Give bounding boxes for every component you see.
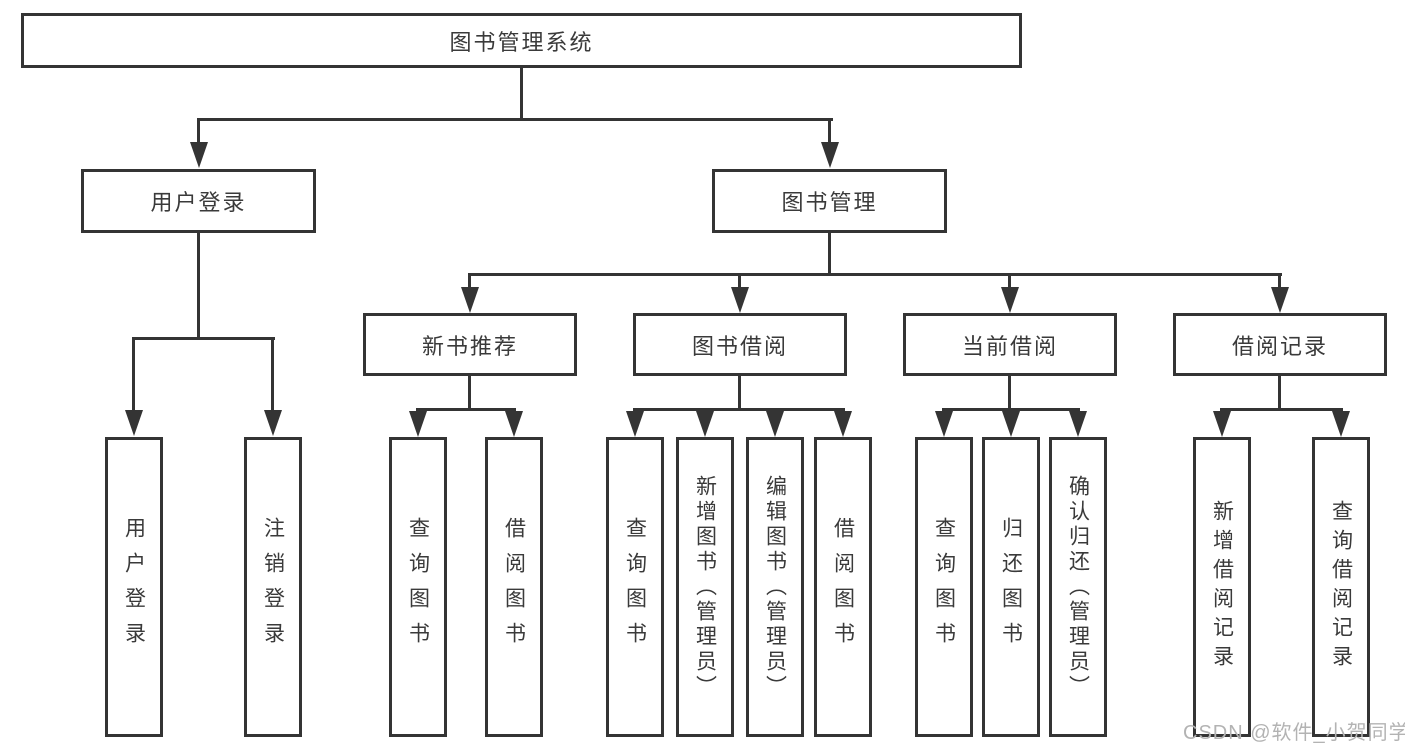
arrowhead-to-cb-confirm xyxy=(1069,411,1087,437)
connector-shaft xyxy=(1278,273,1281,289)
node-book-borrow-label: 图书借阅 xyxy=(691,333,788,359)
node-leaf-logout: 注销登录 xyxy=(244,437,302,737)
node-root-label: 图书管理系统 xyxy=(449,29,594,55)
node-leaf-nb-borrow-books: 借阅图书 xyxy=(485,437,543,737)
node-book-mgmt: 图书管理 xyxy=(712,169,947,233)
node-borrow-record: 借阅记录 xyxy=(1173,313,1387,376)
node-leaf-cb-confirm-return-admin: 确认归还（管理员） xyxy=(1049,437,1107,737)
connector-root-branch xyxy=(197,118,833,121)
connector-shaft xyxy=(271,337,274,411)
node-user-login-label: 用户登录 xyxy=(150,190,247,215)
connector-new-book-split xyxy=(416,408,516,411)
node-user-login: 用户登录 xyxy=(81,169,316,233)
node-leaf-cb-return-books: 归还图书 xyxy=(982,437,1040,737)
arrowhead-to-current-borrow xyxy=(1001,287,1019,313)
connector-root-stem xyxy=(520,66,523,118)
node-leaf-bb-borrow-books: 借阅图书 xyxy=(814,437,872,737)
connector-user-login-stem xyxy=(197,231,200,340)
leaf-label: 新增借阅记录 xyxy=(1210,500,1234,674)
arrowhead-to-bb-borrow xyxy=(834,411,852,437)
connector-shaft xyxy=(197,118,200,146)
connector-shaft xyxy=(132,337,135,411)
leaf-label: 确认归还（管理员） xyxy=(1066,474,1090,700)
csdn-watermark: CSDN @软件_小贺同学 xyxy=(1183,722,1405,744)
node-leaf-user-login: 用户登录 xyxy=(105,437,163,737)
leaf-label: 借阅图书 xyxy=(502,517,526,657)
connector-user-login-split xyxy=(132,337,275,340)
arrowhead-to-nb-query xyxy=(409,411,427,437)
connector-borrow-record-split xyxy=(1220,408,1343,411)
connector-book-borrow-stem xyxy=(738,374,741,411)
connector-shaft xyxy=(1008,273,1011,289)
arrowhead-to-cb-return xyxy=(1002,411,1020,437)
arrowhead-to-bb-query xyxy=(626,411,644,437)
connector-shaft xyxy=(828,118,831,146)
node-leaf-bb-query-books: 查询图书 xyxy=(606,437,664,737)
node-leaf-br-add-record: 新增借阅记录 xyxy=(1193,437,1251,737)
arrowhead-to-borrow-record xyxy=(1271,287,1289,313)
leaf-label: 查询图书 xyxy=(932,517,956,657)
node-book-mgmt-label: 图书管理 xyxy=(781,190,878,215)
leaf-label: 查询图书 xyxy=(623,517,647,657)
connector-borrow-record-stem xyxy=(1278,374,1281,411)
arrowhead-to-user-login xyxy=(190,142,208,168)
connector-book-mgmt-branch xyxy=(468,273,1282,276)
arrowhead-to-nb-borrow xyxy=(505,411,523,437)
node-new-book-rec: 新书推荐 xyxy=(363,313,577,376)
node-borrow-record-label: 借阅记录 xyxy=(1231,333,1328,359)
leaf-label: 新增图书（管理员） xyxy=(693,474,717,700)
arrowhead-to-cb-query xyxy=(935,411,953,437)
arrowhead-to-book-mgmt xyxy=(821,142,839,168)
leaf-label: 查询借阅记录 xyxy=(1329,500,1353,674)
leaf-label: 编辑图书（管理员） xyxy=(763,474,787,700)
connector-shaft xyxy=(468,273,471,289)
leaf-label: 查询图书 xyxy=(406,517,430,657)
leaf-label: 借阅图书 xyxy=(831,517,855,657)
node-current-borrow: 当前借阅 xyxy=(903,313,1117,376)
connector-book-mgmt-stem xyxy=(828,231,831,275)
node-leaf-br-query-record: 查询借阅记录 xyxy=(1312,437,1370,737)
node-leaf-bb-edit-books-admin: 编辑图书（管理员） xyxy=(746,437,804,737)
arrowhead-to-book-borrow xyxy=(731,287,749,313)
node-book-borrow: 图书借阅 xyxy=(633,313,847,376)
node-current-borrow-label: 当前借阅 xyxy=(961,333,1058,359)
node-leaf-nb-query-books: 查询图书 xyxy=(389,437,447,737)
arrowhead-to-bb-edit xyxy=(766,411,784,437)
leaf-label: 归还图书 xyxy=(999,517,1023,657)
connector-current-borrow-stem xyxy=(1008,374,1011,411)
leaf-label: 用户登录 xyxy=(122,517,146,657)
arrowhead-to-ul-logout xyxy=(264,410,282,436)
connector-shaft xyxy=(738,273,741,289)
node-leaf-bb-add-books-admin: 新增图书（管理员） xyxy=(676,437,734,737)
connector-new-book-stem xyxy=(468,374,471,411)
node-leaf-cb-query-books: 查询图书 xyxy=(915,437,973,737)
arrowhead-to-new-book-rec xyxy=(461,287,479,313)
arrowhead-to-br-add xyxy=(1213,411,1231,437)
node-root: 图书管理系统 xyxy=(21,13,1022,68)
arrowhead-to-ul-login xyxy=(125,410,143,436)
leaf-label: 注销登录 xyxy=(261,517,285,657)
arrowhead-to-br-query xyxy=(1332,411,1350,437)
connector-book-borrow-split xyxy=(633,408,845,411)
arrowhead-to-bb-add xyxy=(696,411,714,437)
node-new-book-rec-label: 新书推荐 xyxy=(421,333,518,359)
